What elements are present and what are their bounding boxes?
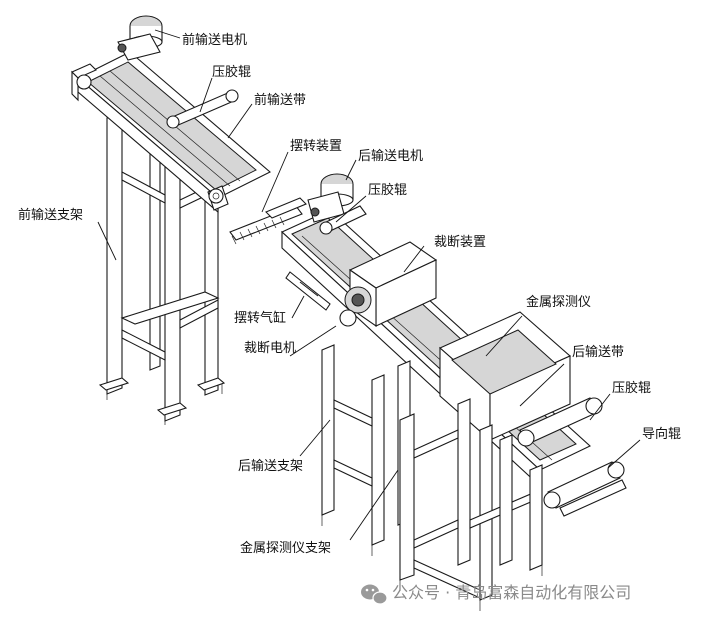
wechat-icon [361, 584, 388, 605]
label-guide-roller: 导向辊 [642, 426, 681, 442]
label-front-motor: 前输送电机 [182, 32, 247, 48]
rear-stands-drawing [321, 344, 543, 611]
label-rear-conveyor-stand: 后输送支架 [238, 458, 303, 474]
label-front-pressure-roller: 压胶辊 [212, 64, 251, 80]
label-swing-device: 摆转装置 [290, 139, 342, 154]
label-cutting-motor: 裁断电机 [244, 340, 296, 356]
watermark-text: 公众号 · 青岛富森自动化有限公司 [392, 583, 631, 602]
label-cutting-device: 裁断装置 [434, 234, 486, 250]
label-exit-pressure-roller: 压胶辊 [612, 380, 651, 396]
part-labels: 前输送电机 压胶辊 前输送带 摆转装置 后输送电机 压胶辊 前输送支架 裁断装置… [18, 32, 681, 556]
front-conveyor-stand-drawing [98, 103, 226, 425]
label-metal-detector: 金属探测仪 [526, 294, 591, 310]
label-front-conveyor-belt: 前输送带 [254, 92, 306, 108]
leader-lines [97, 29, 641, 541]
label-swing-cylinder: 摆转气缸 [234, 310, 286, 326]
label-rear-conveyor-belt: 后输送带 [572, 344, 624, 360]
watermark-company: 青岛富森自动化有限公司 [455, 583, 631, 602]
watermark-prefix: 公众号 · [392, 583, 455, 602]
front-conveyor-drawing [71, 15, 271, 214]
label-rear-motor: 后输送电机 [358, 148, 423, 164]
label-metal-detector-stand: 金属探测仪支架 [240, 540, 331, 556]
watermark: 公众号 · 青岛富森自动化有限公司 [361, 583, 631, 605]
label-front-conveyor-stand: 前输送支架 [18, 207, 83, 223]
label-rear-pressure-roller: 压胶辊 [368, 182, 407, 198]
